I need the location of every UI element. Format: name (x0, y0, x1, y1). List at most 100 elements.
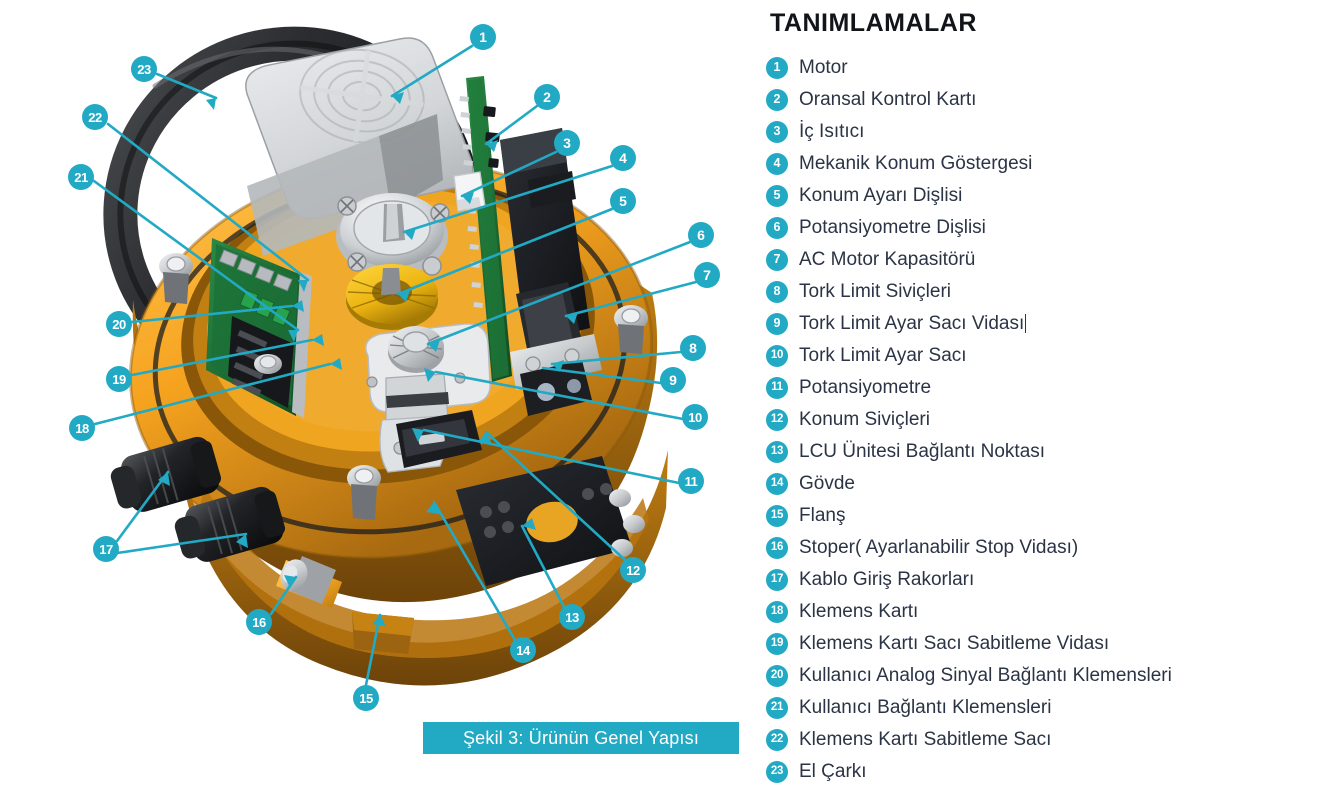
callout-badge-23: 23 (131, 56, 157, 82)
legend-label: Potansiyometre Dişlisi (799, 216, 986, 238)
legend-label: Tork Limit Ayar Sacı Vidası (799, 312, 1025, 334)
legend-panel: TANIMLAMALAR 1 Motor 2 Oransal Kontrol Kart… (764, 0, 1332, 803)
legend-label: Kullanıcı Analog Sinyal Bağlantı Klemens… (799, 664, 1172, 686)
lcu-bracket-part (456, 456, 645, 586)
legend-badge: 10 (766, 344, 788, 367)
legend-item: 19 Klemens Kartı Sacı Sabitleme Vidası (766, 628, 1332, 660)
legend-item: 9 Tork Limit Ayar Sacı Vidası (766, 308, 1332, 340)
legend-badge: 7 (766, 248, 788, 271)
legend-badge: 5 (766, 184, 788, 207)
legend-label: Klemens Kartı (799, 600, 919, 622)
legend-badge: 19 (766, 632, 788, 655)
callout-badge-4: 4 (610, 145, 636, 171)
legend-item: 21 Kullanıcı Bağlantı Klemensleri (766, 692, 1332, 724)
legend-label: El Çarkı (799, 760, 867, 782)
legend-badge: 9 (766, 312, 788, 335)
callout-badge-9: 9 (660, 367, 686, 393)
legend-item: 23 El Çarkı (766, 756, 1332, 788)
legend-item: 2 Oransal Kontrol Kartı (766, 84, 1332, 116)
legend-badge: 16 (766, 536, 788, 559)
position-indicator-part (336, 193, 450, 276)
legend-label: Oransal Kontrol Kartı (799, 88, 977, 110)
leader-lines (92, 44, 698, 687)
actuator-drawing (92, 26, 698, 687)
legend-label: Flanş (799, 504, 846, 526)
figure-caption-text: Şekil 3: Ürünün Genel Yapısı (462, 727, 700, 748)
legend-item: 10 Tork Limit Ayar Sacı (766, 340, 1332, 372)
legend-badge: 17 (766, 568, 788, 591)
legend-badge: 14 (766, 472, 788, 495)
callout-badge-5: 5 (610, 188, 636, 214)
legend-label: Kullanıcı Bağlantı Klemensleri (799, 696, 1052, 718)
mounting-plate-part (292, 272, 312, 418)
legend-badge: 6 (766, 216, 788, 239)
legend-badge: 20 (766, 664, 788, 687)
legend-item: 18 Klemens Kartı (766, 596, 1332, 628)
legend-label: Klemens Kartı Sacı Sabitleme Vidası (799, 632, 1110, 654)
callout-badge-17: 17 (93, 536, 119, 562)
fixing-screw-part (254, 354, 282, 374)
legend-badge: 11 (766, 376, 788, 399)
figure-caption: Şekil 3: Ürünün Genel Yapısı (423, 722, 739, 754)
legend-label: Gövde (799, 472, 855, 494)
legend-label: İç Isıtıcı (799, 120, 865, 142)
legend-list: 1 Motor 2 Oransal Kontrol Kartı 3 İç Isıtıcı 4… (764, 52, 1332, 788)
callout-badge-22: 22 (82, 104, 108, 130)
legend-item: 7 AC Motor Kapasitörü (766, 244, 1332, 276)
legend-label: AC Motor Kapasitörü (799, 248, 976, 270)
legend-badge: 18 (766, 600, 788, 623)
legend-label: Konum Siviçleri (799, 408, 930, 430)
legend-badge: 3 (766, 120, 788, 143)
legend-item: 14 Gövde (766, 468, 1332, 500)
legend-item: 15 Flanş (766, 500, 1332, 532)
stop-screw-part (276, 556, 342, 608)
legend-item: 1 Motor (766, 52, 1332, 84)
body-screws (159, 253, 648, 520)
callout-badge-18: 18 (69, 415, 95, 441)
legend-badge: 1 (766, 56, 788, 79)
legend-label: Kablo Giriş Rakorları (799, 568, 975, 590)
legend-label: LCU Ünitesi Bağlantı Noktası (799, 440, 1046, 462)
legend-badge: 21 (766, 696, 788, 719)
position-switch-part (396, 410, 482, 468)
control-board-part (459, 76, 512, 382)
callout-badge-8: 8 (680, 335, 706, 361)
legend-label: Stoper( Ayarlanabilir Stop Vidası) (799, 536, 1079, 558)
legend-label: Potansiyometre (799, 376, 932, 398)
legend-label: Tork Limit Siviçleri (799, 280, 952, 302)
legend-label: Mekanik Konum Göstergesi (799, 152, 1033, 174)
legend-badge: 8 (766, 280, 788, 303)
legend-label: Motor (799, 56, 848, 78)
callout-badge-21: 21 (68, 164, 94, 190)
legend-badge: 4 (766, 152, 788, 175)
callout-badge-1: 1 (470, 24, 496, 50)
legend-badge: 15 (766, 504, 788, 527)
legend-badge: 2 (766, 88, 788, 111)
cable-gland-part (110, 436, 286, 562)
legend-item: 4 Mekanik Konum Göstergesi (766, 148, 1332, 180)
legend-item: 17 Kablo Giriş Rakorları (766, 564, 1332, 596)
legend-label: Konum Ayarı Dişlisi (799, 184, 963, 206)
legend-item: 16 Stoper( Ayarlanabilir Stop Vidası) (766, 532, 1332, 564)
legend-item: 3 İç Isıtıcı (766, 116, 1332, 148)
callout-badge-15: 15 (353, 685, 379, 711)
callout-badge-12: 12 (620, 557, 646, 583)
legend-badge: 23 (766, 760, 788, 783)
callout-badge-20: 20 (106, 311, 132, 337)
legend-item: 8 Tork Limit Siviçleri (766, 276, 1332, 308)
legend-label: Tork Limit Ayar Sacı (799, 344, 967, 366)
legend-item: 5 Konum Ayarı Dişlisi (766, 180, 1332, 212)
callout-badge-19: 19 (106, 366, 132, 392)
callout-badge-16: 16 (246, 609, 272, 635)
callout-badge-6: 6 (688, 222, 714, 248)
callout-badge-13: 13 (559, 604, 585, 630)
callout-badge-2: 2 (534, 84, 560, 110)
legend-title: TANIMLAMALAR (770, 9, 977, 37)
motor-part (245, 37, 474, 256)
leader-arrowheads (158, 92, 578, 626)
callout-badge-7: 7 (694, 262, 720, 288)
